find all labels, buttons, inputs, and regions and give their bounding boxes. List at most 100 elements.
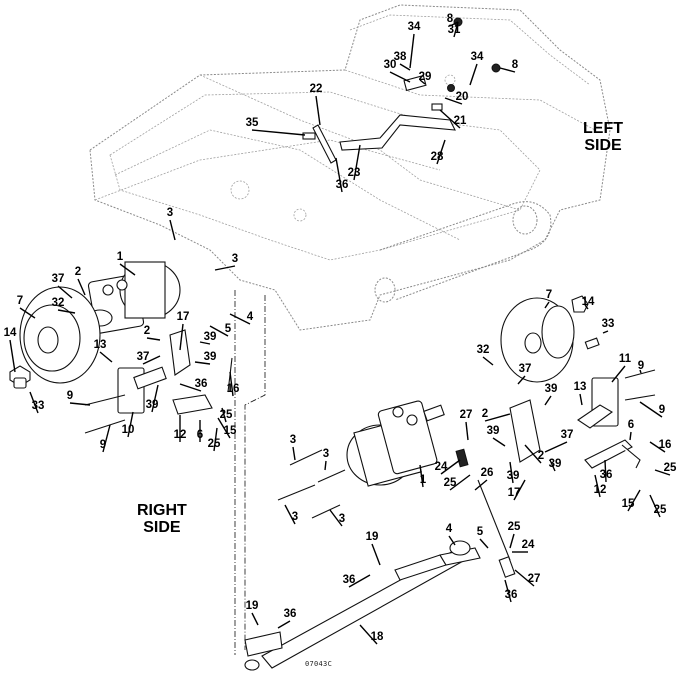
callout-part-23: 23 — [348, 167, 361, 179]
callout-part-39: 39 — [146, 399, 159, 411]
callout-part-28: 28 — [431, 151, 444, 163]
callout-part-16: 16 — [227, 383, 240, 395]
callout-part-11: 11 — [619, 353, 632, 365]
callout-part-39: 39 — [204, 351, 217, 363]
callout-part-36: 36 — [343, 574, 356, 586]
callout-part-26: 26 — [481, 467, 494, 479]
callout-leader-lever_assembly-7 — [348, 574, 371, 588]
callout-part-12: 12 — [594, 484, 607, 496]
right-hydraulic-motor — [87, 261, 181, 334]
lever-tube-assembly — [244, 540, 516, 671]
callout-leader-top_assembly-6 — [499, 67, 516, 73]
callout-part-8: 8 — [512, 59, 519, 71]
callout-part-5: 5 — [225, 323, 232, 335]
callout-part-9: 9 — [638, 360, 644, 372]
callout-part-3: 3 — [339, 513, 345, 525]
callout-part-25: 25 — [654, 504, 667, 516]
callout-part-25: 25 — [444, 477, 457, 489]
callout-leader-left_side_motor-1 — [584, 304, 589, 310]
callout-leader-right_side_motor-17 — [179, 383, 202, 392]
callout-leader-left_side_motor-3 — [482, 356, 494, 366]
callout-leader-top_assembly-9 — [439, 109, 461, 129]
callout-part-13: 13 — [574, 381, 587, 393]
callout-part-17: 17 — [177, 311, 190, 323]
callout-part-34: 34 — [408, 21, 421, 33]
callout-leader-right_side_motor-19 — [69, 402, 91, 406]
callout-part-39: 39 — [507, 470, 520, 482]
callout-part-33: 33 — [32, 400, 45, 412]
callout-part-39: 39 — [545, 383, 558, 395]
callout-part-36: 36 — [284, 608, 297, 620]
callout-part-32: 32 — [477, 344, 490, 356]
callout-leader-right_side_motor-24 — [221, 407, 227, 423]
callout-leader-lever_assembly-1 — [479, 538, 489, 549]
callout-leader-left_side_motor-18 — [604, 459, 607, 483]
callout-leader-right_side_motor-4 — [77, 278, 86, 296]
callout-leader-top_assembly-14 — [335, 157, 343, 193]
callout-leader-right_side_motor-8 — [29, 391, 39, 414]
figure-code: 07043C — [305, 660, 333, 668]
callout-part-3: 3 — [167, 207, 173, 219]
callout-part-13: 13 — [94, 339, 107, 351]
right-side-label-line2: SIDE — [143, 519, 181, 536]
callout-part-29: 29 — [419, 71, 432, 83]
callout-leader-left_side_motor-23 — [513, 479, 526, 501]
left-brake-drum — [500, 295, 600, 383]
callout-part-2: 2 — [482, 408, 488, 420]
callout-leader-left_side_motor-0 — [544, 301, 550, 309]
callout-leader-left_side_motor-19 — [594, 474, 601, 498]
callout-part-36: 36 — [600, 469, 613, 481]
callout-leader-left_side_motor-24 — [509, 461, 514, 484]
callout-part-9: 9 — [659, 404, 665, 416]
callout-leader-left_side_motor-5 — [611, 365, 626, 383]
callout-leader-top_assembly-5 — [389, 71, 411, 83]
callout-part-39: 39 — [487, 425, 500, 437]
callout-leader-right_side_motor-7 — [9, 339, 16, 373]
callout-part-14: 14 — [4, 327, 17, 339]
callout-leader-right_side_motor-25 — [217, 417, 231, 439]
callout-leader-top_assembly-13 — [353, 144, 361, 181]
callout-leader-left_side_motor-20 — [654, 469, 671, 476]
right-side-label: RIGHT SIDE — [137, 502, 187, 536]
callout-leader-left_side_motor-15 — [549, 459, 556, 472]
callout-leader-left_side_motor-21 — [627, 489, 641, 512]
left-caliper-bracket — [509, 369, 656, 469]
callout-leader-lever_assembly-0 — [448, 535, 456, 546]
callout-part-10: 10 — [122, 424, 135, 436]
right-caliper-bracket — [84, 329, 233, 434]
callout-leader-right_side_motor-16 — [194, 361, 211, 365]
callout-part-37: 37 — [52, 273, 65, 285]
callout-part-3: 3 — [323, 448, 329, 460]
callout-leader-left_side_motor-14 — [544, 441, 568, 453]
callout-part-24: 24 — [435, 461, 448, 473]
assembly-boundary — [234, 290, 266, 655]
callout-part-3: 3 — [232, 253, 238, 265]
callout-leader-left_side_motor-22 — [649, 494, 661, 518]
callout-leader-right_side_motor-2 — [214, 265, 236, 271]
callout-part-39: 39 — [204, 331, 217, 343]
callout-leader-right_side_motor-21 — [151, 384, 159, 413]
callout-part-20: 20 — [456, 91, 469, 103]
callout-part-2: 2 — [144, 325, 150, 337]
callout-part-25: 25 — [508, 521, 521, 533]
callout-leader-left_side_motor-8 — [544, 395, 552, 406]
callout-leader-top_assembly-0 — [449, 21, 459, 27]
callout-part-19: 19 — [246, 600, 259, 612]
callout-part-38: 38 — [394, 51, 407, 63]
left-side-label: LEFT SIDE — [583, 120, 623, 154]
callout-part-5: 5 — [477, 526, 484, 538]
callout-part-15: 15 — [622, 498, 635, 510]
callout-leader-lever_assembly-4 — [514, 569, 535, 587]
callout-leader-top_assembly-1 — [453, 21, 459, 38]
callout-part-39: 39 — [549, 458, 562, 470]
callout-leader-right_side_motor-18 — [229, 371, 234, 397]
callout-leader-left_side_motor-29 — [292, 446, 296, 461]
callout-leader-left_side_motor-12 — [492, 437, 506, 447]
callout-leader-left_side_motor-16 — [629, 431, 632, 441]
callout-part-19: 19 — [366, 531, 379, 543]
callout-part-8: 8 — [447, 13, 454, 25]
callout-leader-right_side_motor-6 — [19, 307, 36, 319]
callout-leader-right_side_motor-20 — [127, 411, 134, 438]
callout-leader-top_assembly-7 — [469, 63, 478, 86]
callout-part-17: 17 — [508, 487, 521, 499]
